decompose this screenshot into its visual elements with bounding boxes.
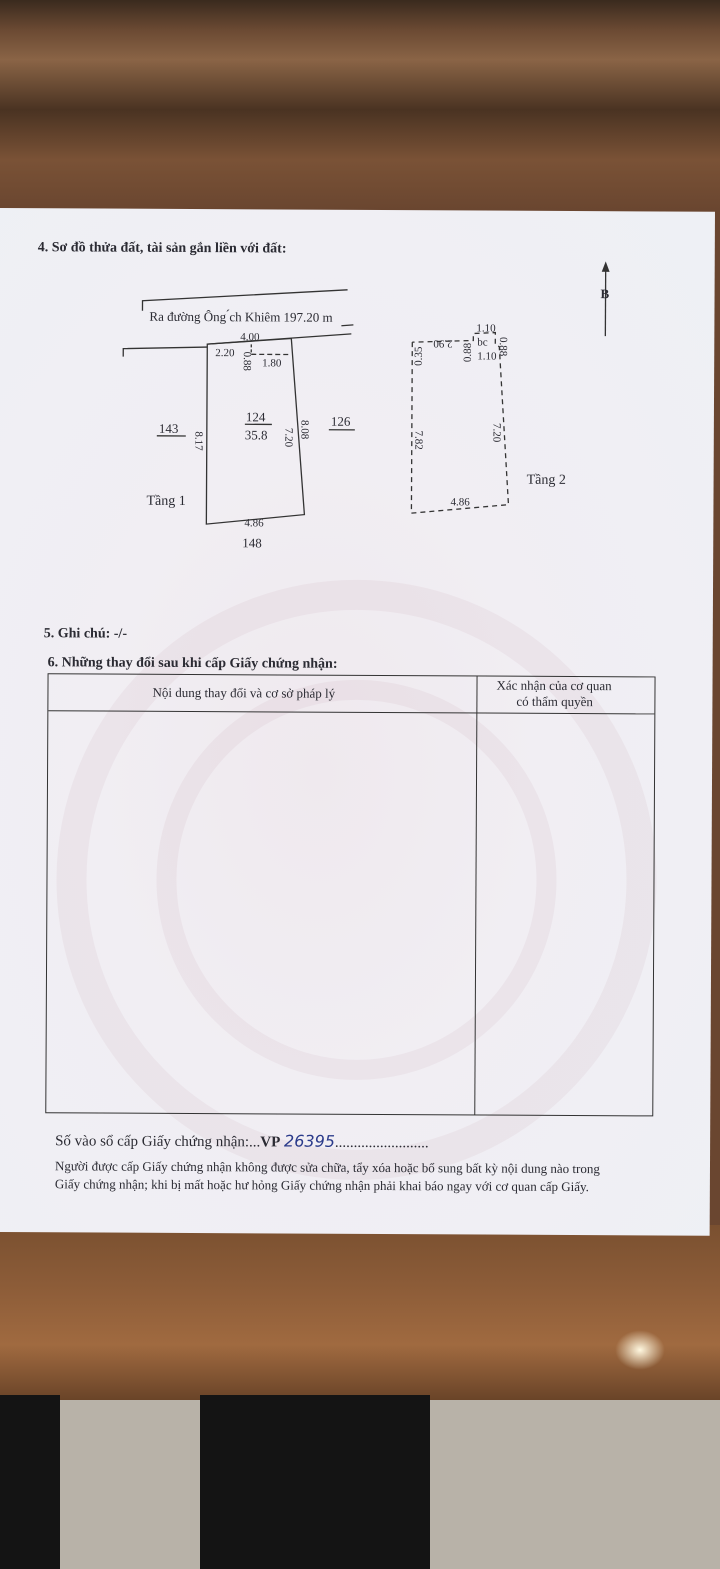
- register-number: 26395: [284, 1131, 336, 1151]
- dim-bc-right: 0.88: [496, 336, 509, 357]
- section5-title: 5. Ghi chú: -/-: [43, 626, 128, 642]
- dim-f2-top: 2.90: [433, 337, 453, 350]
- section6-title: 6. Những thay đổi sau khi cấp Giấy chứng…: [47, 655, 338, 672]
- certificate-page: 4. Sơ đồ thửa đất, tài sản gắn liền với …: [0, 208, 715, 1236]
- dim-bc-bottom: 1.10: [477, 350, 497, 363]
- parcel-diagram: [122, 261, 610, 525]
- dim-left: 8.17: [192, 431, 205, 451]
- dim-f2-left: 7.82: [412, 430, 425, 450]
- parcel-area: 35.8: [244, 427, 268, 443]
- road-label: Ra đường Ông ́ch Khiêm 197.20 m: [149, 308, 333, 325]
- dim-f2-bottom: 4.86: [450, 496, 470, 509]
- changes-table: Nội dung thay đổi và cơ sở pháp lý Xác n…: [45, 673, 656, 1117]
- light-glare: [615, 1330, 665, 1370]
- column-header-content: Nội dung thay đổi và cơ sở pháp lý: [152, 684, 336, 701]
- warning-line-2: Giấy chứng nhận; khi bị mất hoặc hư hỏng…: [54, 1176, 589, 1195]
- register-prefix: VP: [260, 1134, 281, 1151]
- dim-right-inner: 7.20: [282, 427, 295, 448]
- leg: [0, 1395, 60, 1569]
- column-header-confirm: Xác nhận của cơ quan: [496, 677, 612, 694]
- column-header-authority: có thẩm quyền: [516, 693, 594, 710]
- register-label: Số vào sổ cấp Giấy chứng nhận:: [55, 1133, 250, 1151]
- column-divider: [474, 676, 478, 1115]
- dim-top-left: 2.20: [215, 347, 235, 360]
- floor2-label: Tầng 2: [526, 472, 566, 488]
- dim-f2-right: 7.20: [490, 422, 503, 443]
- register-number-field: Số vào sổ cấp Giấy chứng nhận:...VP 2639…: [55, 1131, 429, 1152]
- wooden-table: [0, 1225, 720, 1405]
- dim-bottom: 4.86: [244, 517, 264, 530]
- dim-right-outer: 8.08: [298, 419, 311, 440]
- neighbor-left: 143: [158, 420, 179, 436]
- neighbor-right: 126: [330, 413, 351, 429]
- dim-bc-left: 0.88: [461, 342, 474, 363]
- neighbor-bottom: 148: [242, 535, 262, 551]
- leg: [200, 1395, 430, 1569]
- parcel-number: 124: [245, 409, 266, 425]
- balcony-label: bc: [477, 336, 488, 349]
- header-divider: [48, 710, 655, 715]
- dim-notch-h: 1.80: [262, 357, 282, 370]
- dim-notch-v: 0.88: [240, 351, 253, 371]
- floor1-label: Tầng 1: [146, 493, 186, 509]
- north-label: B: [600, 286, 610, 302]
- warning-line-1: Người được cấp Giấy chứng nhận không đượ…: [54, 1158, 600, 1177]
- dim-f2-left-top: 0.35: [412, 346, 425, 366]
- dim-bc-top: 1.10: [476, 322, 496, 335]
- dim-top: 4.00: [240, 331, 260, 344]
